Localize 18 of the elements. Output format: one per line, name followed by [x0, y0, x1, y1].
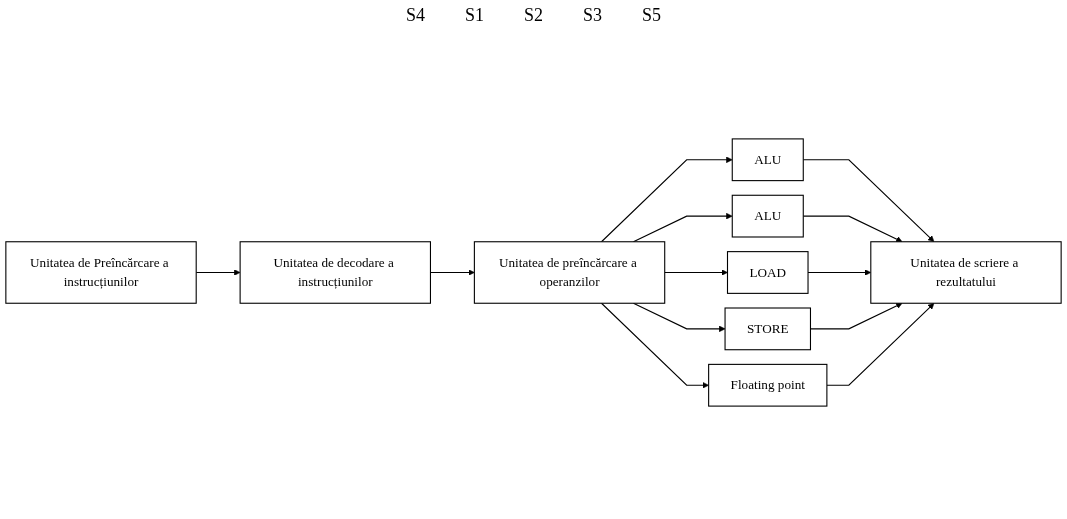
- stage-label: S3: [583, 4, 602, 26]
- node-box: ALU: [731, 138, 804, 182]
- node-box: Unitatea de decodare a instrucțiunilor: [239, 241, 431, 304]
- arrow: [826, 302, 935, 386]
- stage-label: S1: [464, 4, 484, 26]
- arrow: [600, 302, 709, 389]
- node-box: Floating point: [708, 363, 828, 407]
- stage-label: S4: [405, 4, 425, 26]
- arrow: [600, 156, 733, 243]
- node-box: Unitatea de preîncărcare a operanzilor: [473, 241, 666, 304]
- node-box: ALU: [731, 194, 804, 238]
- node-box: LOAD: [726, 251, 809, 294]
- arrow: [664, 269, 728, 276]
- node-box: STORE: [724, 307, 811, 351]
- stage-label: S5: [642, 4, 662, 26]
- node-box: Unitatea de scriere a rezultatului: [870, 241, 1062, 304]
- node-box: Unitatea de Preîncărcare a instrucțiunilor: [5, 241, 197, 304]
- stage-label: S2: [524, 4, 543, 26]
